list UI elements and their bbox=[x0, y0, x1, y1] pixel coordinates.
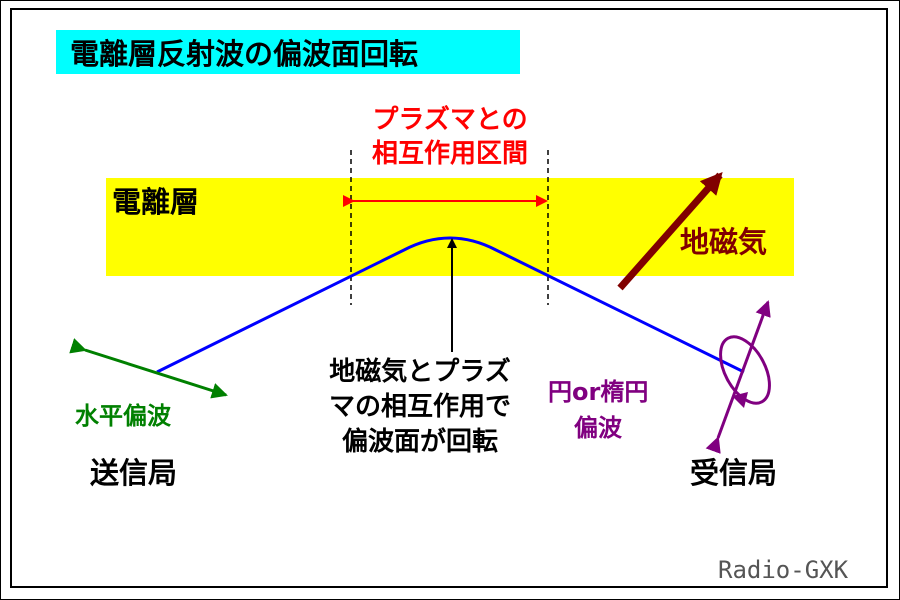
geomagnetic-label: 地磁気 bbox=[680, 225, 767, 259]
tx-station-label: 送信局 bbox=[90, 456, 177, 490]
title-background bbox=[56, 30, 520, 74]
center-text-line2: マの相互作用で bbox=[329, 392, 511, 422]
interaction-label-line2: 相互作用区間 bbox=[372, 139, 528, 169]
interaction-label-line1: プラズマとの bbox=[372, 104, 527, 135]
rx-polarization-arrow bbox=[705, 300, 771, 454]
geomagnetic-arrow bbox=[617, 172, 723, 291]
rx-polarization-label-line1: 円or楕円 bbox=[548, 378, 648, 406]
diagram-frame bbox=[10, 8, 888, 588]
rx-polarization-label-line2: 偏波 bbox=[574, 414, 623, 442]
diagram-title: 電離層反射波の偏波面回転 bbox=[70, 37, 418, 71]
tx-polarization-arrow bbox=[69, 338, 228, 399]
ionosphere-label: 電離層 bbox=[112, 185, 199, 219]
ionosphere-band bbox=[106, 178, 794, 276]
rx-station-label: 受信局 bbox=[690, 456, 777, 490]
center-text-line3: 偏波面が回転 bbox=[342, 426, 498, 457]
credit-label: Radio-GXK bbox=[718, 556, 849, 584]
center-text-line1: 地磁気とプラズ bbox=[329, 356, 510, 387]
rx-rotation-arrowhead bbox=[732, 392, 748, 408]
tx-polarization-label: 水平偏波 bbox=[75, 402, 172, 430]
